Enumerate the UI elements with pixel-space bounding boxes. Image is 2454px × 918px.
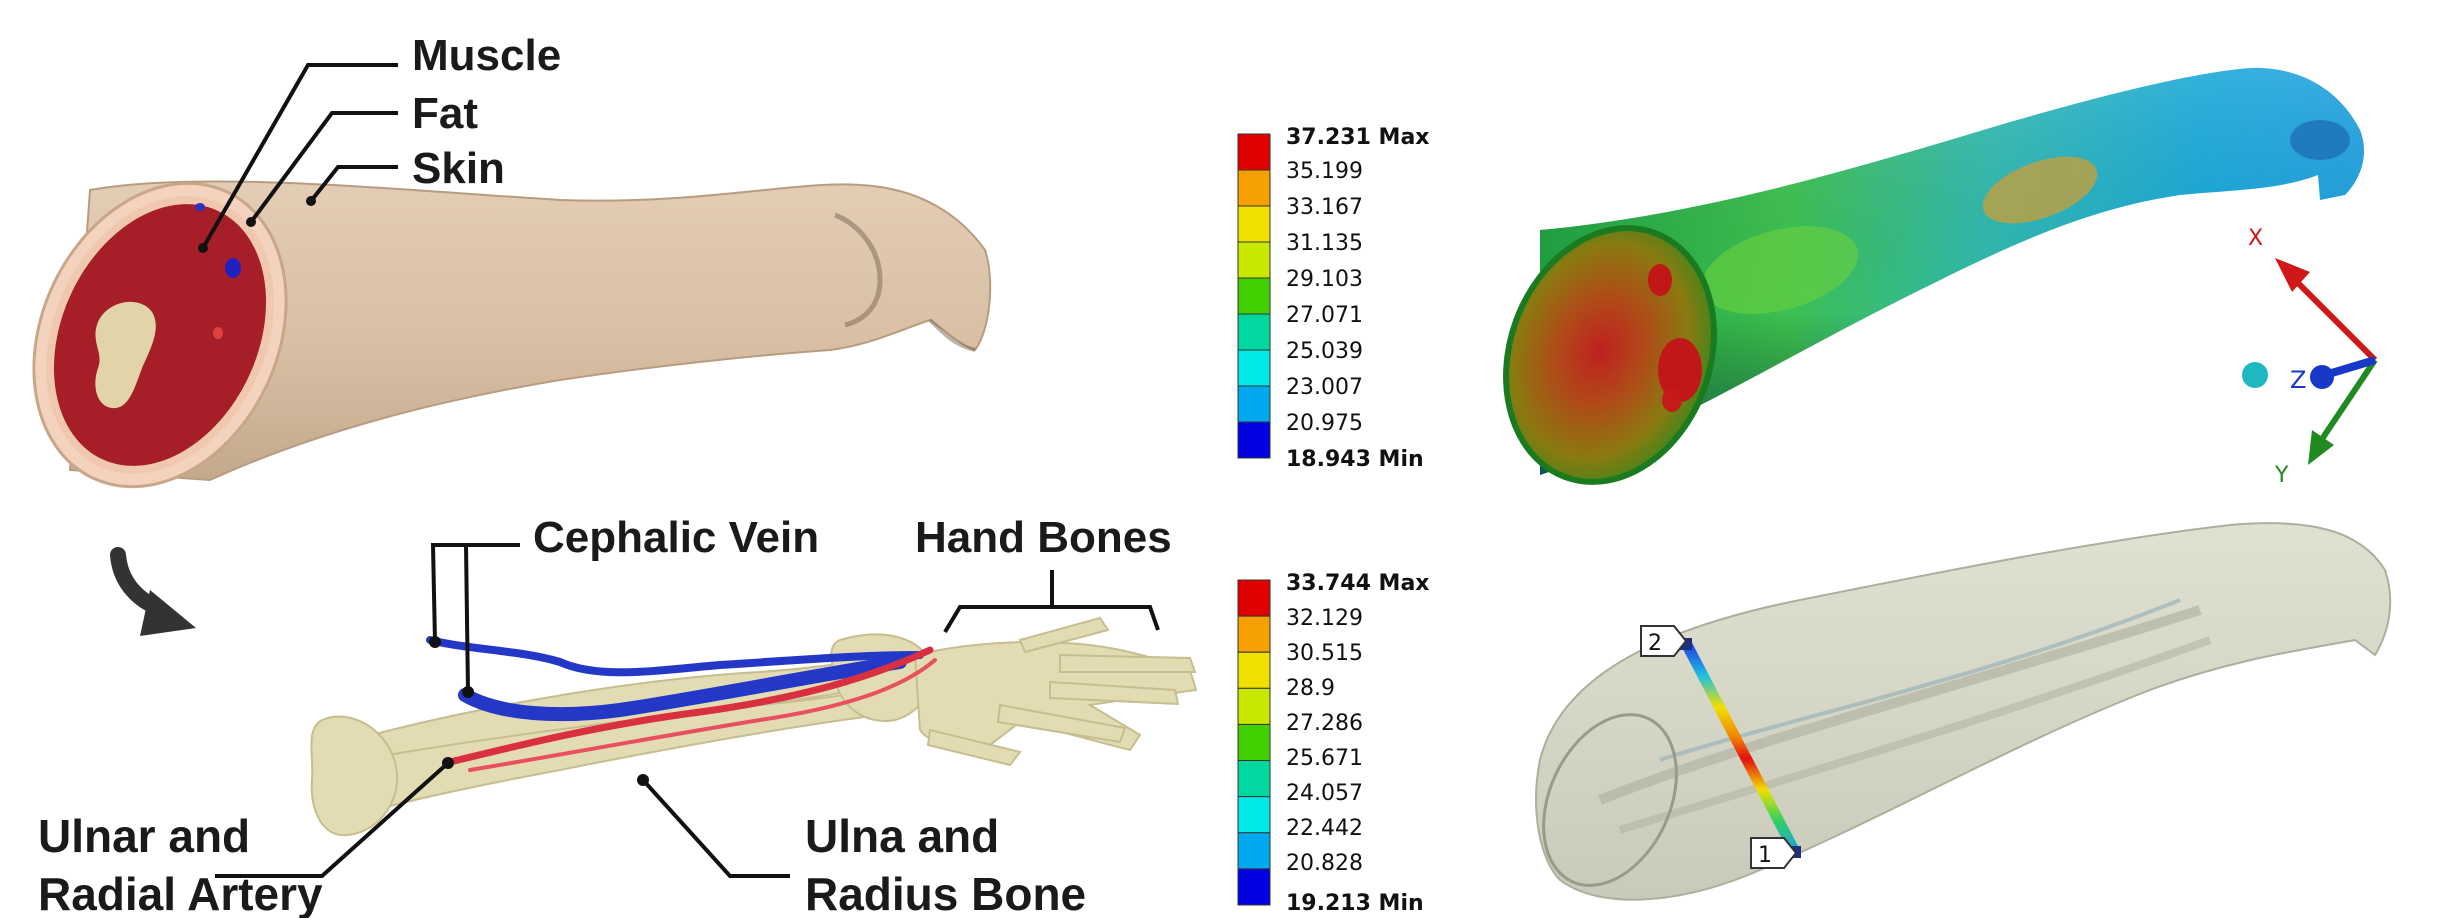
- legend-bottom-tick: 32.129: [1286, 606, 1363, 631]
- legend-swatch: [1238, 350, 1270, 386]
- legend-swatch: [1238, 314, 1270, 350]
- legend-bottom-tick: 27.286: [1286, 711, 1363, 736]
- legend-swatch: [1238, 170, 1270, 206]
- artery-dot: [213, 327, 223, 339]
- legend-swatch: [1238, 724, 1270, 760]
- legend-bottom-tick: 30.515: [1286, 641, 1363, 666]
- axis-triad: X Y Z: [2242, 226, 2375, 488]
- legend-swatch: [1238, 652, 1270, 688]
- legend-swatch: [1238, 386, 1270, 422]
- artery-pointer-dot: [442, 757, 454, 769]
- legend-bottom-tick: 28.9: [1286, 676, 1335, 701]
- legend-swatch: [1238, 797, 1270, 833]
- vein-dot: [225, 258, 241, 278]
- legend-bottom-tick: 20.828: [1286, 851, 1363, 876]
- probe-end-label: 2: [1648, 631, 1662, 656]
- skin-label: Skin: [412, 144, 505, 193]
- bone-pointer-dot: [637, 774, 649, 786]
- artery-label-line2: Radial Artery: [38, 868, 323, 918]
- legend-top-tick: 27.071: [1286, 303, 1363, 328]
- legend-top-tick: 31.135: [1286, 231, 1363, 256]
- heatmap-hotspot-3: [1662, 388, 1682, 412]
- z-axis-head: [2310, 365, 2334, 389]
- translucent-body: [1536, 523, 2390, 900]
- bone-label-line2: Radius Bone: [805, 868, 1086, 918]
- legend-top-tick: 29.103: [1286, 267, 1363, 292]
- legend-top-swatches: [1238, 134, 1270, 458]
- hand-hole: [2290, 120, 2350, 160]
- heatmap-forearm-model: [1472, 68, 2364, 511]
- muscle-label: Muscle: [412, 31, 561, 80]
- legend-swatch: [1238, 688, 1270, 724]
- legend-top-max: 37.231 Max: [1286, 125, 1429, 150]
- transition-arrow: [118, 555, 196, 636]
- legend-bottom-max: 33.744 Max: [1286, 571, 1429, 596]
- legend-swatch: [1238, 206, 1270, 242]
- legend-bottom: 33.744 Max 32.129 30.515 28.9 27.286 25.…: [1238, 571, 1429, 916]
- legend-swatch: [1238, 580, 1270, 616]
- vein-pointer-dot-1: [429, 636, 441, 648]
- skin-pointer-dot: [306, 196, 316, 206]
- legend-bottom-min: 19.213 Min: [1286, 891, 1424, 916]
- bone-label-line1: Ulna and: [805, 810, 999, 862]
- vein-pointer-dot-2: [462, 686, 474, 698]
- heatmap-hotspot-1: [1648, 264, 1672, 296]
- z-axis-label: Z: [2290, 366, 2306, 394]
- forearm-skin-model: [0, 142, 990, 528]
- legend-top-tick: 20.975: [1286, 411, 1363, 436]
- legend-swatch: [1238, 869, 1270, 905]
- probe-start-label: 1: [1758, 843, 1772, 868]
- legend-top-tick: 23.007: [1286, 375, 1363, 400]
- legend-swatch: [1238, 134, 1270, 170]
- legend-swatch: [1238, 833, 1270, 869]
- finger-1: [1060, 655, 1195, 672]
- fat-label: Fat: [412, 89, 478, 138]
- hand-bones-label: Hand Bones: [915, 513, 1172, 562]
- legend-bottom-tick: 25.671: [1286, 746, 1363, 771]
- x-axis-line: [2290, 275, 2375, 360]
- legend-top-min: 18.943 Min: [1286, 447, 1424, 472]
- translucent-forearm-model: 2 1: [1518, 523, 2391, 907]
- y-axis-label: Y: [2274, 463, 2289, 488]
- x-axis-label: X: [2248, 226, 2263, 251]
- artery-label-line1: Ulnar and: [38, 810, 250, 862]
- legend-bottom-tick: 24.057: [1286, 781, 1363, 806]
- legend-top-tick: 35.199: [1286, 159, 1363, 184]
- legend-bottom-tick: 22.442: [1286, 816, 1363, 841]
- fat-pointer-dot: [246, 217, 256, 227]
- small-vein-dot: [195, 203, 205, 211]
- legend-top: 37.231 Max 35.199 33.167 31.135 29.103 2…: [1238, 125, 1429, 472]
- bones-model: [311, 618, 1196, 835]
- legend-bottom-swatches: [1238, 580, 1270, 905]
- cephalic-vein-label: Cephalic Vein: [533, 513, 819, 562]
- legend-top-tick: 33.167: [1286, 195, 1363, 220]
- legend-top-tick: 25.039: [1286, 339, 1363, 364]
- legend-swatch: [1238, 278, 1270, 314]
- legend-swatch: [1238, 761, 1270, 797]
- legend-swatch: [1238, 242, 1270, 278]
- muscle-pointer-dot: [198, 243, 208, 253]
- view-origin-dot: [2242, 362, 2268, 388]
- legend-swatch: [1238, 422, 1270, 458]
- legend-swatch: [1238, 616, 1270, 652]
